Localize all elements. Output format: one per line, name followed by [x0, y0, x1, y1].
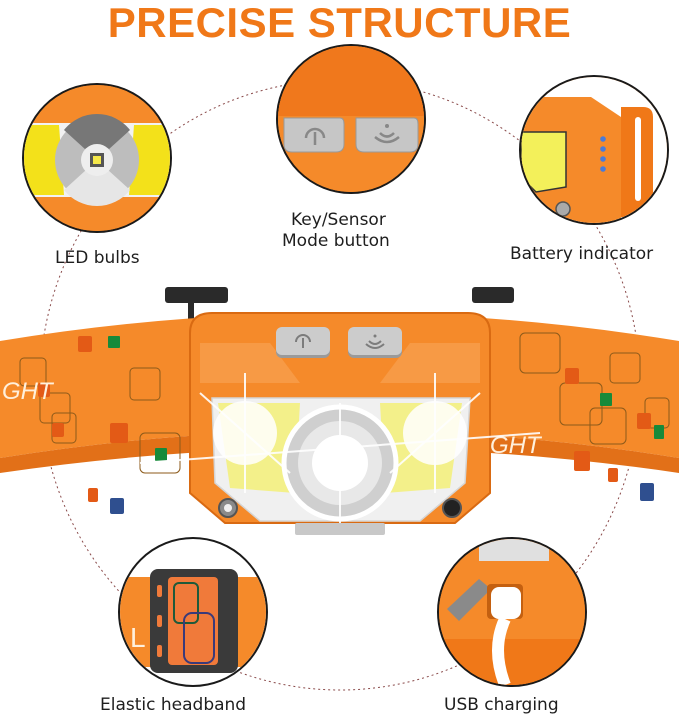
led-bulbs-detail — [22, 83, 172, 233]
power-button[interactable] — [276, 327, 330, 355]
buttons-label-line1: Key/Sensor — [291, 210, 386, 230]
led-bulb-icon — [24, 85, 170, 231]
power-and-sensor-icon — [278, 46, 424, 192]
page-title: PRECISE STRUCTURE — [107, 0, 572, 46]
power-icon — [295, 334, 311, 348]
buttons-label-line2: Mode button — [282, 231, 390, 251]
usb-charging-label: USB charging — [444, 695, 559, 715]
led-bulbs-label: LED bulbs — [55, 248, 140, 268]
usb-charging-detail — [437, 537, 587, 687]
battery-indicator-label: Battery indicator — [510, 244, 654, 264]
svg-text:GHT: GHT — [2, 378, 55, 405]
battery-indicator-detail — [519, 75, 669, 225]
buckle-icon: L — [120, 569, 266, 673]
usb-icon — [439, 539, 585, 685]
elastic-headband-detail: L — [118, 537, 268, 687]
buttons-detail — [276, 44, 426, 194]
headlamp-product: GHT GHT — [0, 283, 679, 553]
sensor-button[interactable] — [348, 327, 402, 355]
sensor-icon — [365, 334, 385, 349]
svg-text:L: L — [130, 622, 146, 653]
elastic-headband-label: Elastic headband — [100, 695, 247, 715]
battery-indicator-icon — [521, 77, 667, 223]
